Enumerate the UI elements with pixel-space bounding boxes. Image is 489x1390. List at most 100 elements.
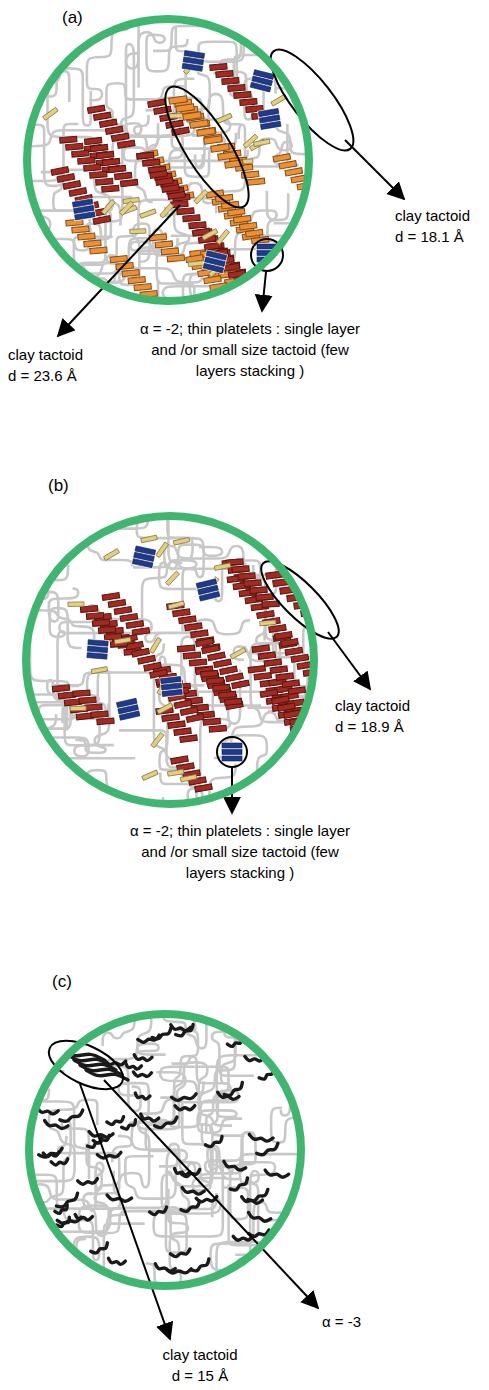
leader-arrow <box>262 272 266 311</box>
clay-layer <box>73 690 90 697</box>
clay-layer <box>96 151 114 158</box>
single-platelet <box>260 620 276 626</box>
clay-layer <box>257 611 275 619</box>
clay-layer <box>183 112 202 120</box>
single-platelet <box>142 770 158 780</box>
clay-layer <box>220 666 238 675</box>
polymer-chain <box>10 1175 99 1260</box>
clay-platelet <box>205 1136 222 1146</box>
highlight-ellipse <box>151 76 263 218</box>
single-platelet <box>114 637 130 644</box>
annotation-label: α = -3 <box>322 1311 412 1332</box>
clay-platelet <box>182 1188 204 1195</box>
particle-circle: (b) <box>22 512 318 808</box>
single-platelet <box>43 107 59 120</box>
polymer-chain <box>271 1058 354 1143</box>
single-platelet <box>194 190 208 205</box>
clay-layer <box>102 185 119 192</box>
panel-letter: (a) <box>62 8 83 28</box>
single-platelet <box>168 601 185 610</box>
clay-platelet <box>91 1243 108 1253</box>
clay-layer <box>93 112 111 120</box>
clay-platelet <box>107 1117 124 1125</box>
clay-layer <box>111 133 129 141</box>
clay-layer <box>102 593 120 601</box>
clay-layer <box>189 222 206 229</box>
clay-layer <box>262 601 279 608</box>
clay-layer <box>240 99 257 106</box>
clay-layer <box>179 616 197 624</box>
clay-layer <box>225 698 242 705</box>
clay-layer <box>90 144 108 151</box>
clay-layer <box>156 178 174 186</box>
clay-layer <box>222 78 239 85</box>
clay-layer <box>238 573 255 580</box>
clay-layer <box>148 99 166 107</box>
single-platelet <box>70 706 86 711</box>
clay-layer <box>162 185 180 193</box>
clay-layer <box>180 707 198 716</box>
clay-layer <box>154 106 172 114</box>
single-platelet <box>151 732 164 747</box>
clay-layer <box>108 165 126 172</box>
clay-layer <box>204 276 222 284</box>
annotation-label: clay tactoid d = 18.1 Å <box>395 205 481 247</box>
single-platelet <box>130 229 146 234</box>
single-platelet <box>167 769 183 776</box>
clay-layer <box>239 222 257 230</box>
single-platelet <box>216 113 232 123</box>
clay-layer <box>97 718 114 725</box>
small-tactoid <box>131 545 157 569</box>
clay-layer <box>288 687 306 695</box>
clay-layer <box>92 619 109 626</box>
clay-platelet <box>170 1249 189 1257</box>
polymer-chain <box>178 545 260 579</box>
single-platelet <box>216 229 229 244</box>
single-platelet <box>140 209 157 218</box>
clay-layer <box>90 171 107 178</box>
clay-platelet <box>78 1179 98 1185</box>
clay-layer <box>244 580 261 587</box>
composite-particle <box>8 10 400 410</box>
clay-platelet <box>51 1159 68 1165</box>
clay-layer <box>233 215 251 223</box>
polymer-chain <box>8 124 78 186</box>
clay-layer <box>98 626 115 633</box>
single-platelet <box>91 667 108 674</box>
green-ring <box>29 1014 301 1286</box>
small-tactoid <box>71 198 96 221</box>
single-platelet <box>165 571 179 586</box>
small-tactoid <box>249 68 275 93</box>
polymer-chain <box>250 1256 334 1344</box>
polymer-chain <box>148 79 195 182</box>
single-platelet <box>253 139 270 146</box>
clay-layer <box>87 105 105 113</box>
clay-layer <box>173 609 191 617</box>
clay-layer <box>189 659 206 666</box>
clay-layer <box>201 670 218 677</box>
clay-layer <box>161 248 178 255</box>
green-ring <box>27 19 309 301</box>
single-platelet <box>214 563 231 570</box>
polymer-chain <box>0 1037 64 1088</box>
clay-layer <box>78 157 95 164</box>
annotation-label: α = -2; thin platelets : single layer an… <box>130 318 370 381</box>
clay-layer <box>84 137 102 144</box>
clay-layer <box>245 229 263 237</box>
clay-layer <box>185 623 203 631</box>
clay-platelet <box>60 1110 83 1121</box>
clay-layer <box>90 247 107 254</box>
clay-platelet <box>122 1120 136 1129</box>
clay-platelet <box>126 1063 142 1069</box>
single-platelet <box>101 200 115 215</box>
clay-layer <box>315 203 333 211</box>
clay-layer <box>218 152 237 160</box>
polymer-chain <box>146 1193 217 1285</box>
clay-layer <box>177 208 194 215</box>
clay-layer <box>232 566 249 573</box>
clay-layer <box>183 652 200 659</box>
clay-layer <box>211 144 230 152</box>
clay-layer <box>252 645 270 653</box>
clay-layer <box>281 639 299 647</box>
small-tactoid <box>221 742 243 762</box>
